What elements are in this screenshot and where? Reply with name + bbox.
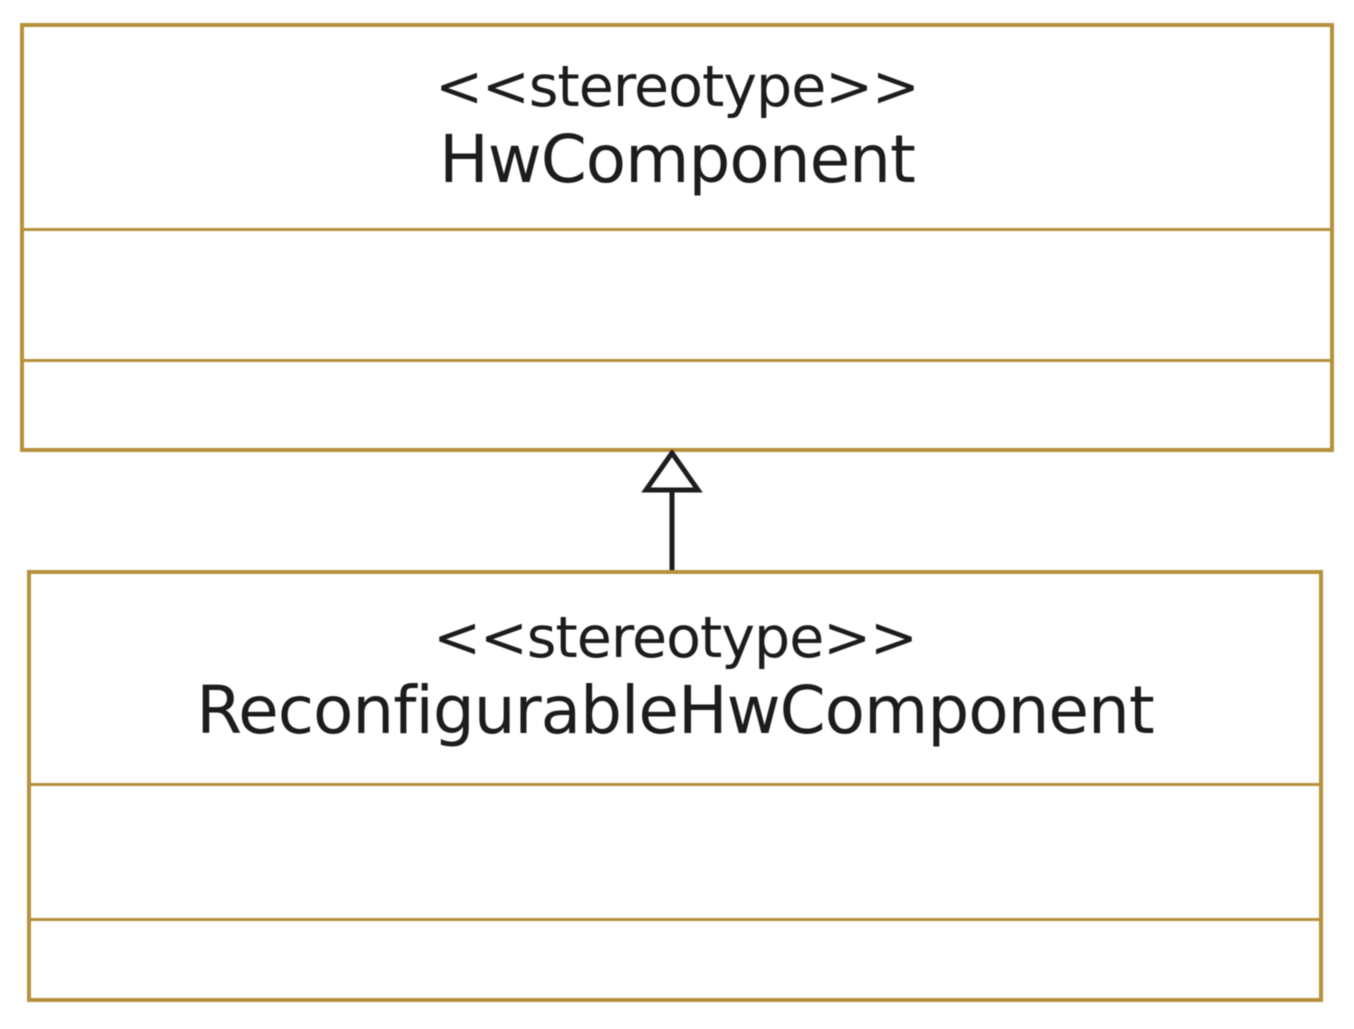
operations-compartment-hwcomponent [24,362,1330,448]
class-name-reconfigurablehwcomponent: ReconfigurableHwComponent [196,671,1154,749]
name-compartment-hwcomponent: <<stereotype>> HwComponent [24,27,1330,231]
stereotype-label-hwcomponent: <<stereotype>> [435,53,920,120]
generalization-arrow [641,450,703,571]
attributes-compartment-reconfigurablehwcomponent [31,786,1319,921]
operations-compartment-reconfigurablehwcomponent [31,921,1319,998]
generalization-arrow-head-icon [641,450,703,493]
class-box-hwcomponent: <<stereotype>> HwComponent [20,23,1334,452]
attributes-compartment-hwcomponent [24,231,1330,362]
class-box-reconfigurablehwcomponent: <<stereotype>> ReconfigurableHwComponent [27,570,1323,1002]
stereotype-label-reconfigurablehwcomponent: <<stereotype>> [433,604,918,671]
name-compartment-reconfigurablehwcomponent: <<stereotype>> ReconfigurableHwComponent [31,574,1319,786]
class-name-hwcomponent: HwComponent [439,120,916,198]
